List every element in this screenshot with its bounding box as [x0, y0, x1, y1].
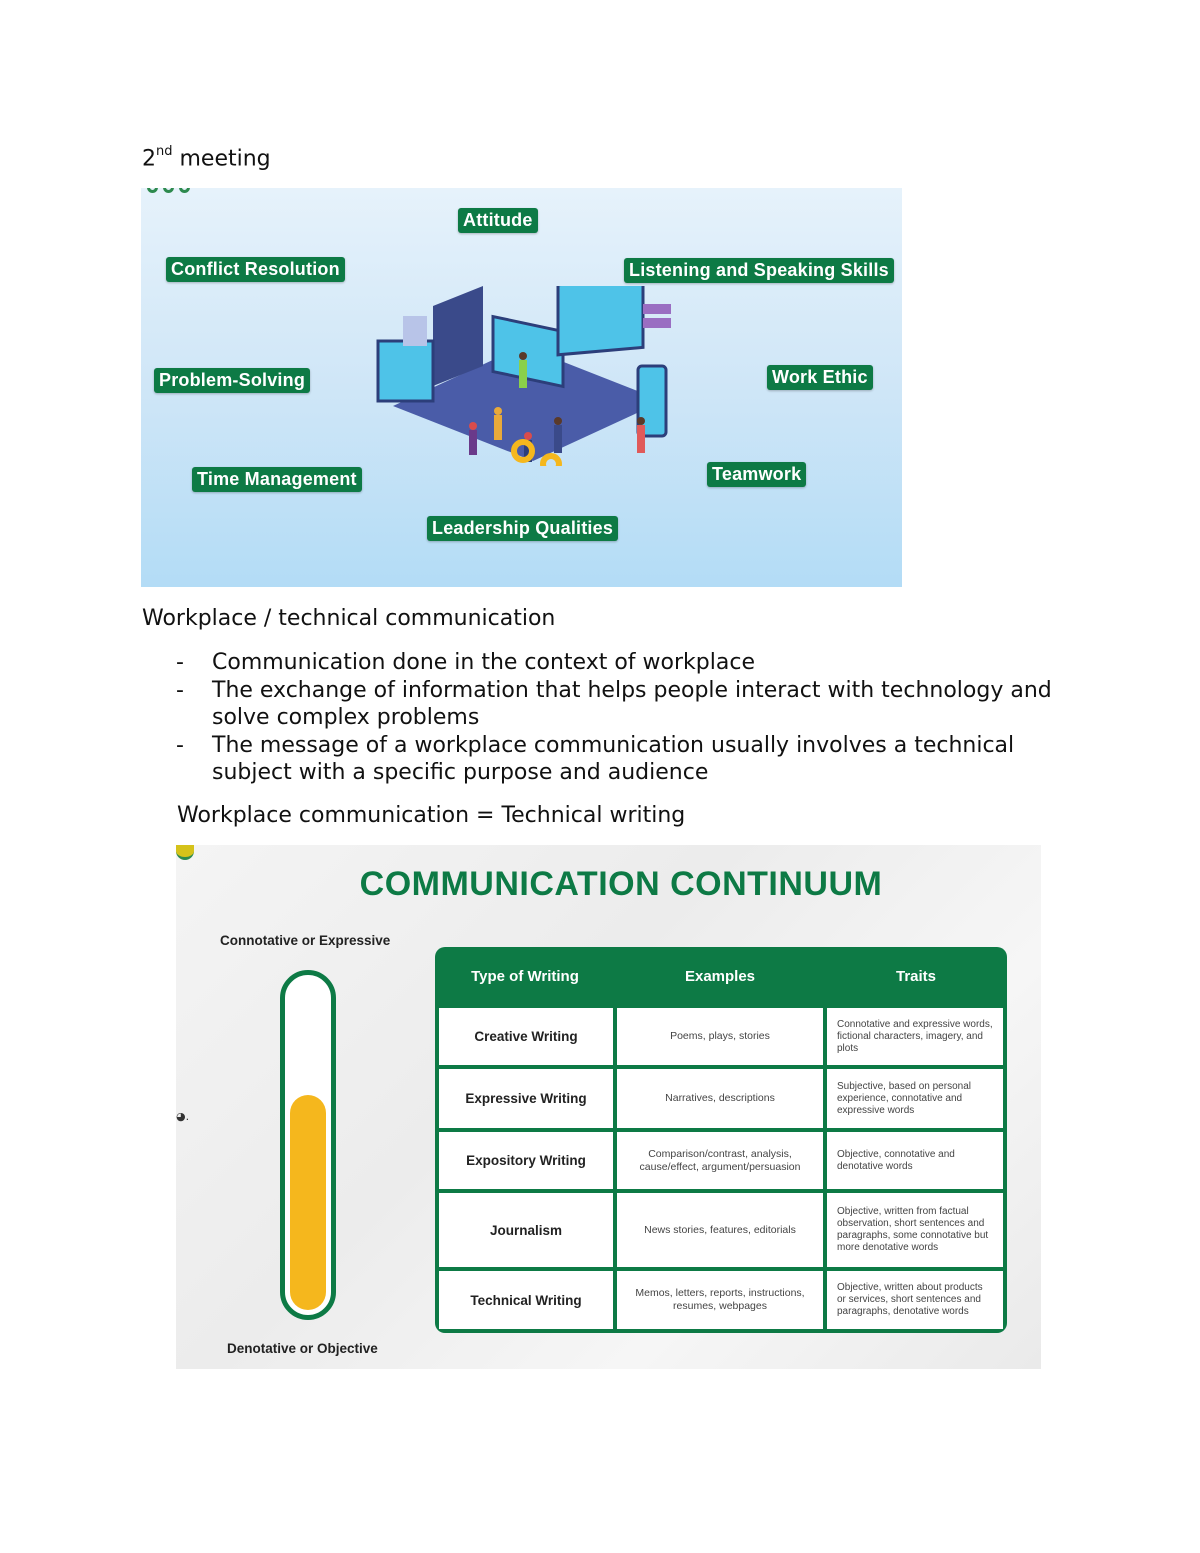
skill-tag-teamwork: Teamwork: [707, 462, 807, 487]
table-row: Creative Writing Poems, plays, stories C…: [439, 1008, 1007, 1065]
table-row: Expository Writing Comparison/contrast, …: [439, 1132, 1007, 1189]
equation-line: Workplace communication = Technical writ…: [177, 803, 686, 828]
list-item: - Communication done in the context of wo…: [176, 649, 1076, 677]
bullet-dash: -: [176, 650, 184, 675]
scale-top-label: Connotative or Expressive: [220, 933, 391, 948]
cell-traits: Connotative and expressive words, fictio…: [827, 1008, 1003, 1065]
table-header: Type of Writing Examples Traits: [435, 947, 1007, 1005]
scale-bottom-label: Denotative or Objective: [227, 1341, 378, 1356]
header-examples: Examples: [684, 967, 756, 985]
bullet-text: Communication done in the context of wor…: [212, 650, 755, 675]
heading-number: 2: [142, 146, 156, 172]
cell-examples: Poems, plays, stories: [617, 1008, 823, 1065]
bullet-dash: -: [176, 732, 184, 758]
cell-type: Expressive Writing: [439, 1069, 613, 1128]
skill-tag-conflict-resolution: Conflict Resolution: [166, 257, 345, 282]
bullet-text: The exchange of information that helps p…: [212, 677, 1052, 731]
communication-continuum-image: COMMUNICATION CONTINUUM Connotative or E…: [176, 845, 1041, 1369]
cell-type: Journalism: [439, 1193, 613, 1267]
table-row: Expressive Writing Narratives, descripti…: [439, 1069, 1007, 1128]
skill-tag-leadership: Leadership Qualities: [427, 516, 619, 541]
cell-examples: Memos, letters, reports, instructions, r…: [617, 1271, 823, 1329]
list-item: - The exchange of information that helps …: [176, 677, 1076, 732]
soft-skills-image: Attitude Conflict Resolution Listening a…: [141, 188, 902, 587]
bullet-text: The message of a workplace communication…: [212, 732, 1015, 786]
header-type: Type of Writing: [471, 967, 579, 985]
page-heading: 2nd meeting: [142, 140, 271, 173]
cell-type: Expository Writing: [439, 1132, 613, 1189]
heading-superscript: nd: [156, 144, 173, 159]
logo-icon: [176, 845, 194, 860]
cell-traits: Subjective, based on personal experience…: [827, 1069, 1003, 1128]
section-title: Workplace / technical communication: [142, 606, 556, 631]
bullet-list: - Communication done in the context of wo…: [176, 649, 1076, 787]
thermometer-fill: [290, 1095, 326, 1310]
cell-examples: Narratives, descriptions: [617, 1069, 823, 1128]
skill-tag-work-ethic: Work Ethic: [767, 365, 873, 390]
cell-examples: News stories, features, editorials: [617, 1193, 823, 1267]
heading-text: meeting: [172, 146, 271, 172]
bullet-dash: -: [176, 677, 184, 703]
decorative-circles-icon: [147, 188, 190, 193]
table-row: Journalism News stories, features, edito…: [439, 1193, 1007, 1267]
writing-types-table: Type of Writing Examples Traits Creative…: [435, 947, 1007, 1333]
cell-examples: Comparison/contrast, analysis, cause/eff…: [617, 1132, 823, 1189]
cursor-icon: ◕.: [176, 1110, 190, 1123]
cell-traits: Objective, written about products or ser…: [827, 1271, 1003, 1329]
list-item: - The message of a workplace communicatio…: [176, 732, 1076, 787]
skill-tag-listening-speaking: Listening and Speaking Skills: [624, 258, 894, 283]
cell-traits: Objective, written from factual observat…: [827, 1193, 1003, 1267]
cell-traits: Objective, connotative and denotative wo…: [827, 1132, 1003, 1189]
continuum-title: COMMUNICATION CONTINUUM: [359, 865, 883, 903]
cell-type: Technical Writing: [439, 1271, 613, 1329]
skill-tag-time-management: Time Management: [192, 467, 362, 492]
cell-type: Creative Writing: [439, 1008, 613, 1065]
header-traits: Traits: [895, 967, 937, 985]
skill-tag-problem-solving: Problem-Solving: [154, 368, 311, 393]
table-row: Technical Writing Memos, letters, report…: [439, 1271, 1007, 1329]
workplace-illustration-icon: [376, 286, 671, 466]
skill-tag-attitude: Attitude: [458, 208, 538, 233]
